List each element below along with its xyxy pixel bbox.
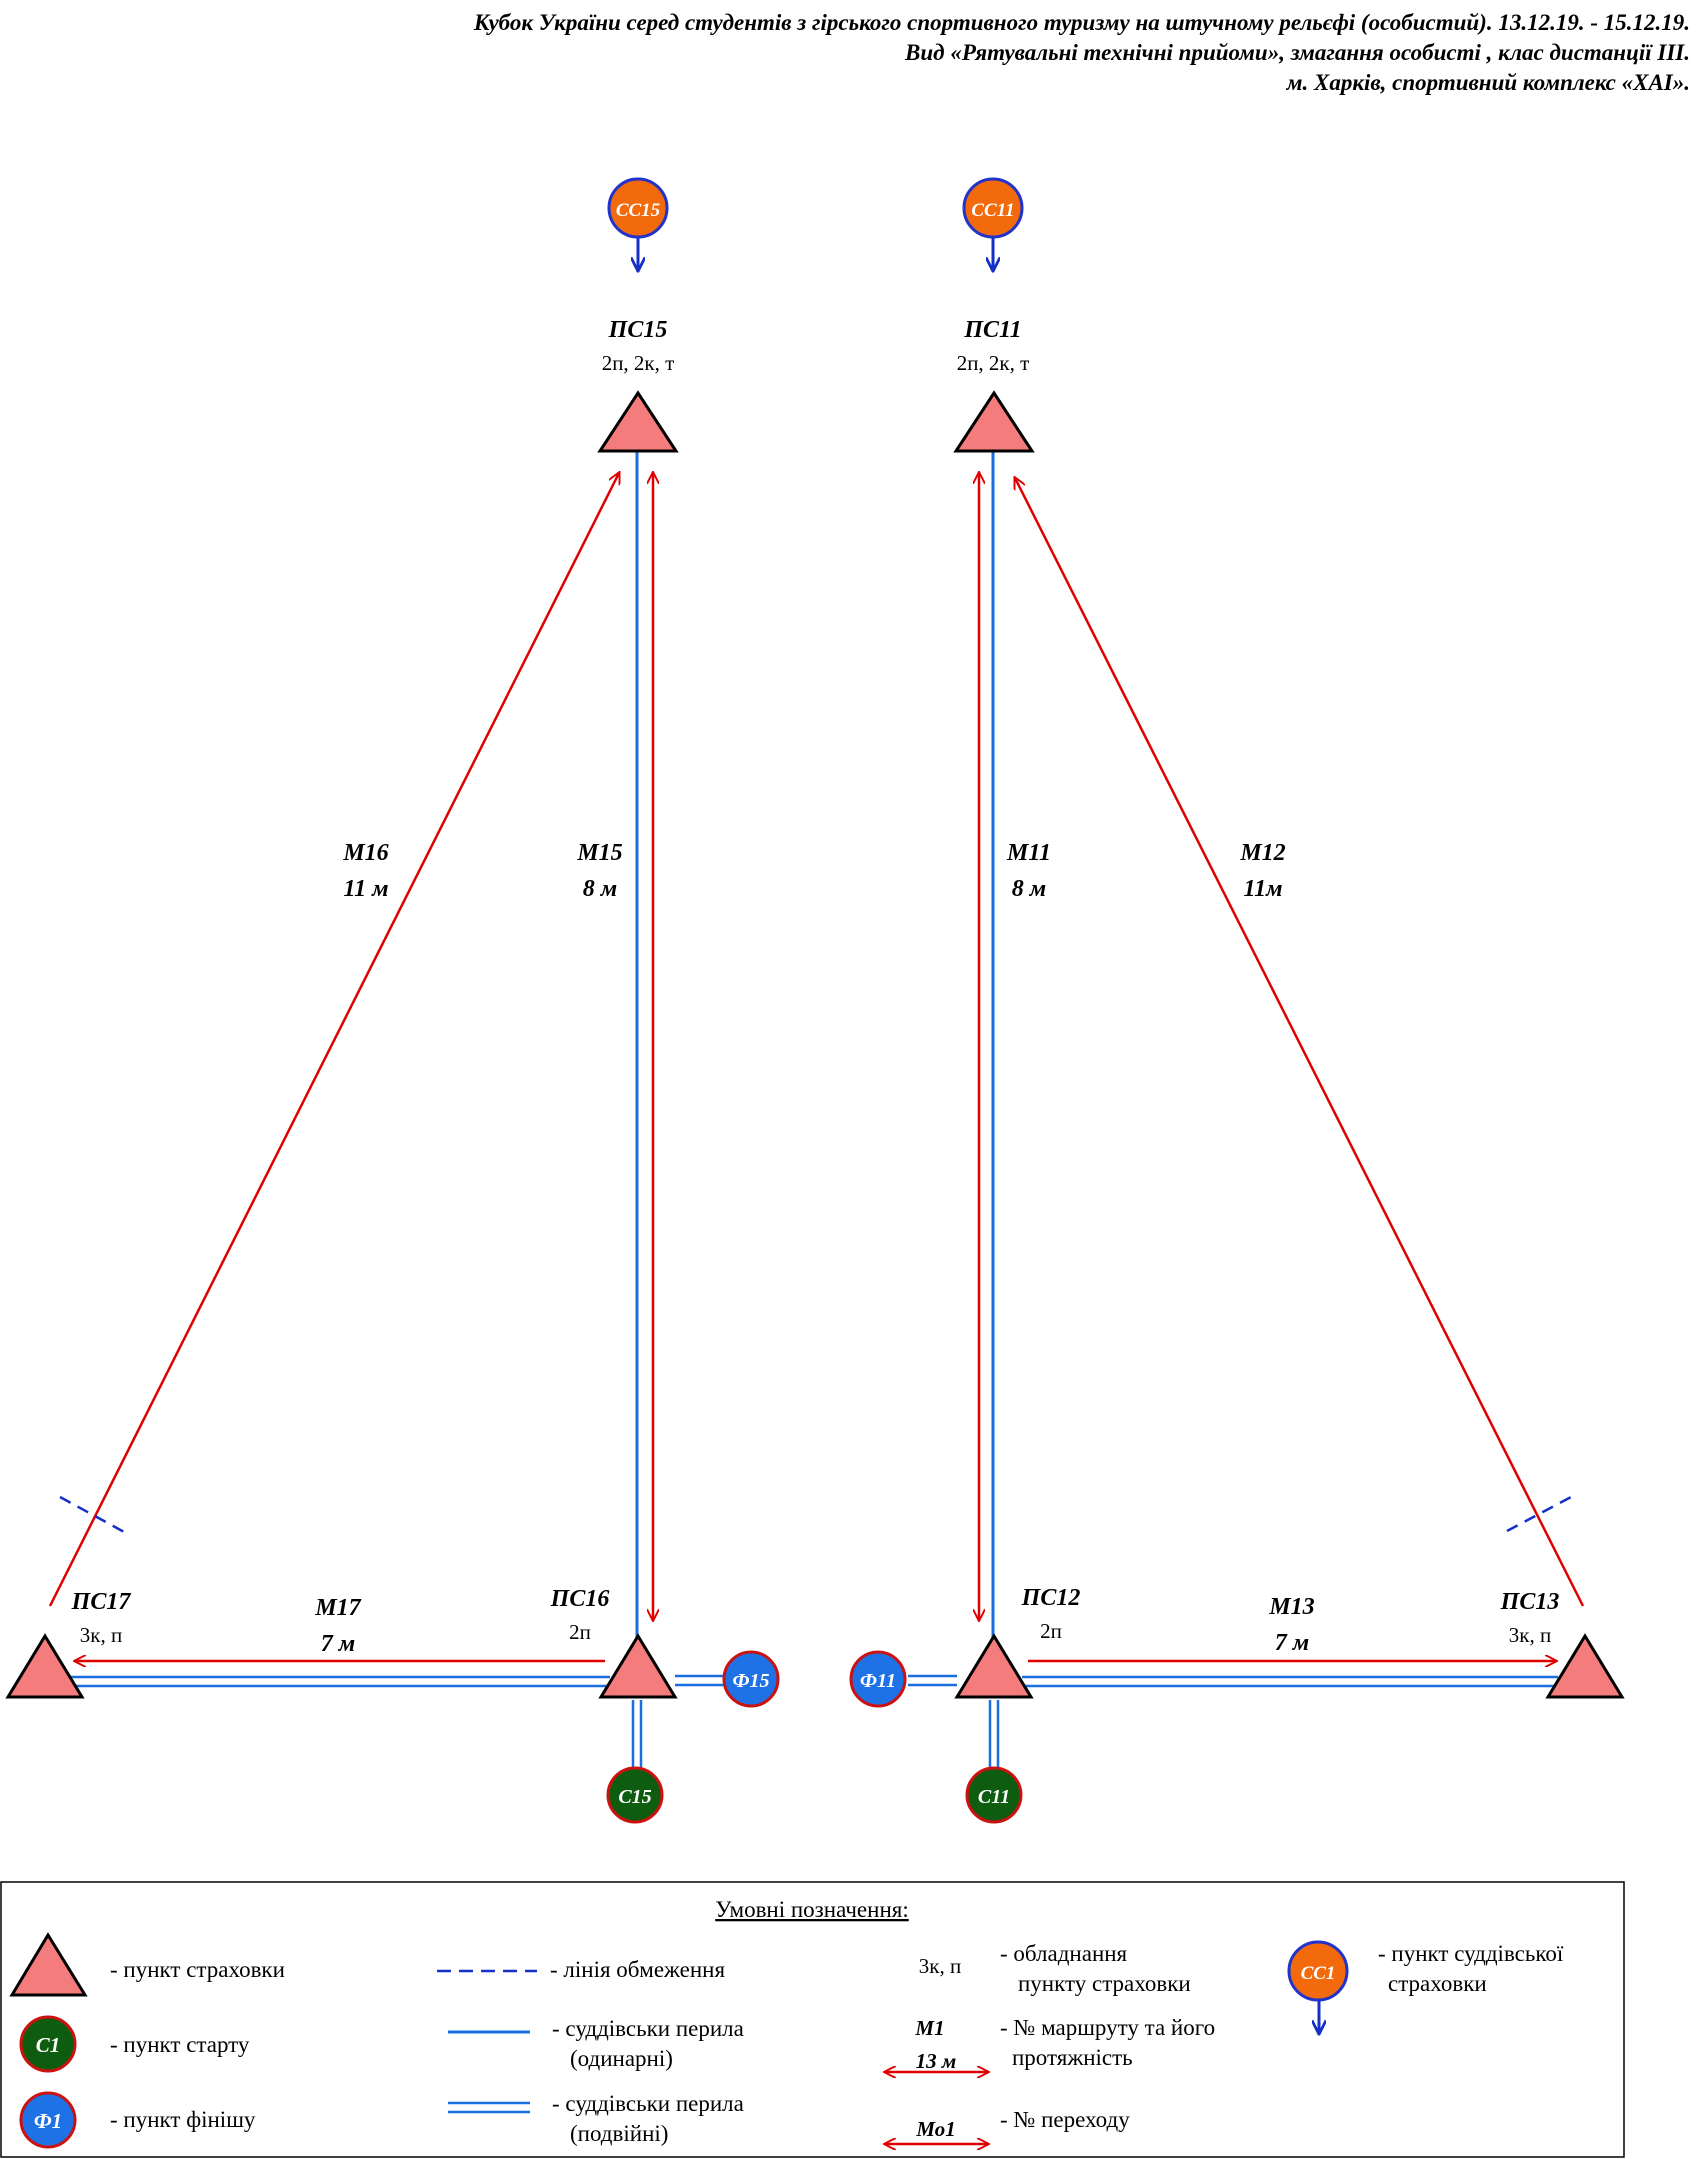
legend-single-rails-2: (одинарні) <box>570 2046 673 2071</box>
legend-route-example-name: М1 <box>914 2016 944 2040</box>
legend-equip-text-2: пункту страховки <box>1018 1971 1191 1996</box>
legend-judge-symbol: СС1 <box>1301 1963 1336 1984</box>
ps15-triangle <box>597 390 679 453</box>
legend-start-point: - пункт старту <box>110 2032 250 2057</box>
ps17-triangle <box>5 1633 85 1699</box>
m16-length: 11 м <box>343 876 388 902</box>
ps12-triangle <box>954 1633 1034 1699</box>
c15-circle <box>606 1766 664 1824</box>
legend-belay-point: - пункт страховки <box>110 1957 285 1982</box>
belay-points <box>5 390 1625 1699</box>
m17-name: М17 <box>314 1595 361 1621</box>
legend-equip-text-1: - обладнання <box>1000 1941 1128 1966</box>
node-labels: ПС15 2п, 2к, т ПС11 2п, 2к, т ПС16 2п ПС… <box>71 317 1560 1647</box>
ps13-name: ПС13 <box>1500 1589 1560 1615</box>
c15-label: С15 <box>618 1786 651 1808</box>
ps16-name: ПС16 <box>550 1586 610 1612</box>
legend-start-circle <box>19 2015 77 2073</box>
legend-single-rails-1: - суддівськи перила <box>552 2016 744 2041</box>
m17-length: 7 м <box>321 1631 355 1657</box>
routes <box>48 473 1585 1661</box>
finish-points: Ф15 Ф11 <box>722 1650 907 1708</box>
c11-label: С11 <box>978 1786 1010 1808</box>
f11-circle <box>849 1650 907 1708</box>
legend-transition-example: Мо1 <box>915 2117 955 2141</box>
legend-route-text-2: протяжність <box>1012 2045 1133 2070</box>
legend-judge-text-1: - пункт суддівської <box>1378 1941 1564 1966</box>
ps12-equip: 2п <box>1040 1619 1062 1643</box>
m16-name: М16 <box>342 840 388 866</box>
legend-start-symbol: С1 <box>36 2033 61 2057</box>
header-line-1: Кубок України серед студентів з гірськог… <box>473 10 1690 35</box>
m12-name: М12 <box>1239 840 1285 866</box>
f15-circle <box>722 1650 780 1708</box>
cc15-circle <box>607 177 669 239</box>
f15-label: Ф15 <box>732 1670 769 1692</box>
ps15-name: ПС15 <box>608 317 668 343</box>
ps15-equip: 2п, 2к, т <box>602 351 675 375</box>
limit-line-right <box>1506 1494 1574 1533</box>
m15-length: 8 м <box>583 876 617 902</box>
legend-equip-example: 3к, п <box>919 1954 961 1978</box>
legend-title: Умовні позначення: <box>715 1897 908 1922</box>
legend-finish-circle <box>19 2091 77 2149</box>
cc15-label: СС15 <box>616 200 661 221</box>
judge-rails <box>70 236 1558 1768</box>
ps11-equip: 2п, 2к, т <box>957 351 1030 375</box>
f11-label: Ф11 <box>860 1670 896 1692</box>
m13-name: М13 <box>1268 1594 1314 1620</box>
legend: Умовні позначення: - пункт страховки С1 … <box>0 1881 1625 2158</box>
route-labels: М16 11 м М15 8 м М11 8 м М12 11м М17 7 м… <box>314 840 1314 1657</box>
legend-transition-text: - № переходу <box>1000 2107 1130 2132</box>
ps17-equip: 3к, п <box>80 1623 122 1647</box>
legend-route-example-length: 13 м <box>916 2049 957 2073</box>
header: Кубок України серед студентів з гірськог… <box>40 8 1690 98</box>
legend-route-text-1: - № маршруту та його <box>1000 2015 1215 2040</box>
ps13-equip: 3к, п <box>1509 1623 1551 1647</box>
ps12-name: ПС12 <box>1021 1585 1081 1611</box>
header-line-3: м. Харків, спортивний комплекс «ХАІ». <box>1286 70 1690 95</box>
limit-line-left <box>59 1495 127 1535</box>
legend-finish-symbol: Ф1 <box>34 2109 62 2133</box>
start-points: С15 С11 <box>606 1766 1023 1824</box>
ps17-name: ПС17 <box>71 1589 132 1615</box>
legend-belay-triangle <box>9 1932 88 1997</box>
ps11-name: ПС11 <box>963 317 1021 343</box>
ps16-equip: 2п <box>569 1620 591 1644</box>
legend-judge-text-2: страховки <box>1388 1971 1487 1996</box>
legend-limit-line: - лінія обмеження <box>550 1957 725 1982</box>
legend-finish-point: - пункт фінішу <box>110 2107 256 2132</box>
m12-length: 11м <box>1243 876 1282 902</box>
ps13-triangle <box>1545 1633 1625 1699</box>
m11-length: 8 м <box>1012 876 1046 902</box>
m13-length: 7 м <box>1275 1630 1309 1656</box>
ps11-triangle <box>953 390 1035 453</box>
judge-belay-points: СС15 СС11 <box>607 177 1024 239</box>
cc11-circle <box>962 177 1024 239</box>
legend-double-rails-1: - суддівськи перила <box>552 2091 744 2116</box>
header-line-2: Вид «Рятувальні технічні прийоми», змага… <box>905 40 1690 65</box>
cc11-label: СС11 <box>971 200 1014 221</box>
legend-frame <box>0 1881 1625 2158</box>
ps16-triangle <box>598 1633 678 1699</box>
m15-name: М15 <box>576 840 622 866</box>
route-m12-line <box>1015 478 1585 1607</box>
route-m16-line <box>48 473 619 1607</box>
m11-name: М11 <box>1006 840 1051 866</box>
c11-circle <box>965 1766 1023 1824</box>
legend-double-rails-2: (подвійні) <box>570 2121 668 2146</box>
